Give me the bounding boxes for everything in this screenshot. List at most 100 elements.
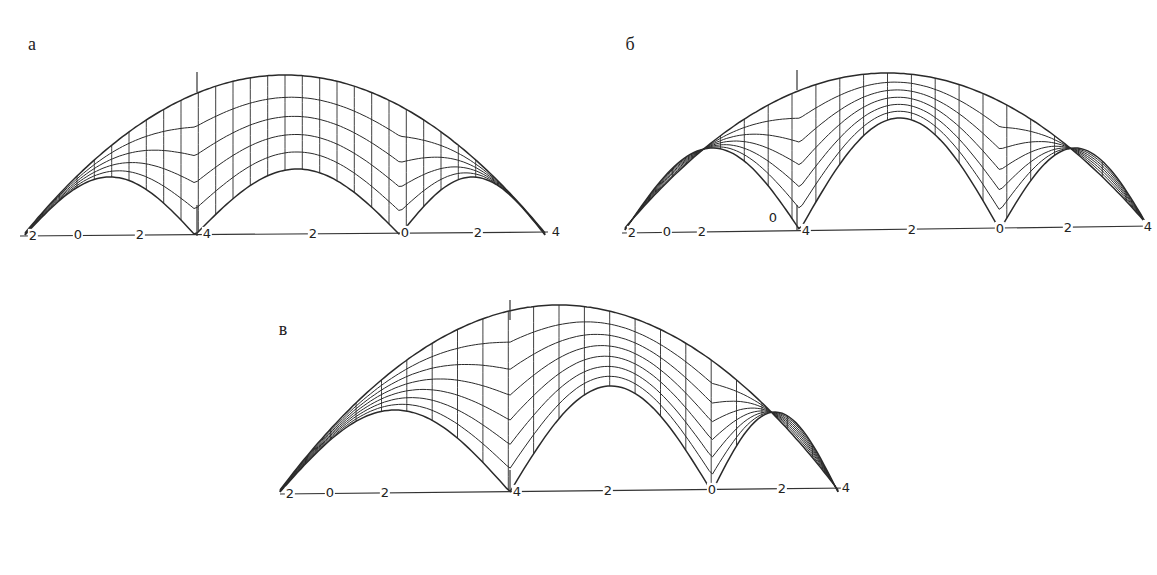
vault-arch: [625, 104, 1150, 229]
vault-rib: [685, 343, 686, 450]
vault-rib: [559, 305, 560, 419]
vault-rib: [330, 429, 331, 440]
vault-rib: [635, 319, 636, 394]
axis-tick-label: 4: [801, 224, 811, 238]
vault-rib: [389, 100, 390, 224]
axis-tick-label: 2: [473, 226, 483, 240]
vault-rib: [129, 132, 130, 181]
vault-rib: [1126, 191, 1127, 201]
vault-rib: [508, 311, 509, 490]
vault-rib: [887, 73, 888, 120]
vault-rib: [815, 85, 816, 203]
vault-rib: [181, 100, 182, 220]
axis-tick-label: 4: [202, 227, 212, 241]
axis-tick-label: 4: [1143, 220, 1153, 234]
vault-rib: [267, 76, 268, 176]
axis-tick-label: 0: [707, 483, 717, 497]
z-axis: [196, 205, 197, 236]
vault-rib: [911, 74, 912, 120]
axis-tick-label: 4: [551, 225, 561, 239]
axis-tick-label: 2: [603, 484, 613, 498]
vault-rib: [787, 416, 788, 429]
vault-rib: [146, 120, 147, 190]
vault-rib: [648, 196, 649, 201]
vault-rib: [233, 81, 234, 198]
vault-rib: [660, 330, 661, 417]
mesh-surface: [25, 73, 1150, 492]
vault-rib: [423, 120, 424, 207]
axis-tick-label: 4: [512, 485, 522, 499]
vault-rib: [768, 105, 769, 186]
axis-tick-label: 2: [777, 482, 787, 496]
vault-rib: [458, 145, 459, 180]
vault-rib: [371, 93, 372, 208]
vault-arch: [25, 169, 545, 235]
vault-rib: [285, 75, 286, 170]
vault-rib: [381, 380, 382, 412]
vault-rib: [761, 403, 762, 416]
vault-rib: [863, 74, 864, 135]
x-axis: [280, 488, 850, 494]
axis-tick-label: 0: [400, 226, 410, 240]
z-axis: [509, 300, 510, 320]
vault-rib: [1102, 161, 1103, 177]
axis-tick-label: 2: [135, 228, 145, 242]
vault-rib: [792, 94, 793, 219]
coordinate-axes: [20, 70, 1152, 494]
vault-rib: [302, 76, 303, 170]
panel-letter: б: [624, 35, 635, 55]
panel-letter: а: [27, 35, 37, 55]
vault-rib: [959, 85, 960, 164]
vault-arch: [625, 111, 1150, 229]
vault-rib: [77, 176, 78, 187]
vault-rib: [744, 119, 745, 161]
axis-tick-label: 0: [325, 486, 335, 500]
vault-rib: [250, 78, 251, 186]
vault-arch: [625, 73, 1150, 228]
vault-rib: [672, 168, 673, 177]
axis-tick-label: 2: [285, 487, 295, 501]
vault-rib: [510, 194, 511, 196]
axis-tick-label: 2: [380, 486, 390, 500]
vault-rib: [812, 445, 813, 458]
vault-rib: [356, 403, 357, 421]
z-axis: [796, 70, 797, 90]
vault-rib: [319, 78, 320, 173]
axis-tick-label: 2: [308, 227, 318, 241]
z-axis: [196, 72, 197, 92]
vault-arch: [625, 118, 1150, 230]
vault-rib: [59, 194, 60, 201]
vault-rib: [609, 311, 610, 386]
vault-rib: [493, 176, 494, 183]
vault-rib: [441, 132, 442, 190]
vault-rib: [406, 109, 407, 227]
vault-rib: [354, 86, 355, 192]
vault-rib: [711, 360, 712, 491]
panel-letter: в: [278, 320, 289, 340]
vault-rib: [42, 213, 43, 217]
axis-tick-label: 2: [28, 229, 38, 243]
axis-tick-label: 2: [1063, 221, 1073, 235]
axis-tick-label: 2: [697, 225, 707, 239]
vault-arch: [280, 305, 838, 490]
vault-rib: [337, 81, 338, 181]
vault-rib: [1030, 119, 1031, 181]
axis-tick-label: 0: [995, 222, 1005, 236]
vault-rib: [527, 213, 528, 214]
vault-rib: [696, 151, 697, 155]
x-axis: [20, 232, 548, 236]
vault-rib: [935, 78, 936, 135]
vault-rib: [983, 94, 984, 201]
vault-rib: [1006, 105, 1007, 218]
axis-tick-label: 0: [662, 225, 672, 239]
vault-rib: [94, 160, 95, 179]
vault-rib: [305, 458, 306, 464]
vault-rib: [736, 380, 737, 446]
axis-tick-label: 2: [627, 226, 637, 240]
vault-rib: [457, 330, 458, 439]
vault-rib: [720, 136, 721, 149]
vault-rib: [432, 343, 433, 420]
vault-rib: [1054, 136, 1055, 156]
axis-tick-label: 0: [73, 228, 83, 242]
vault-rib: [584, 307, 585, 395]
